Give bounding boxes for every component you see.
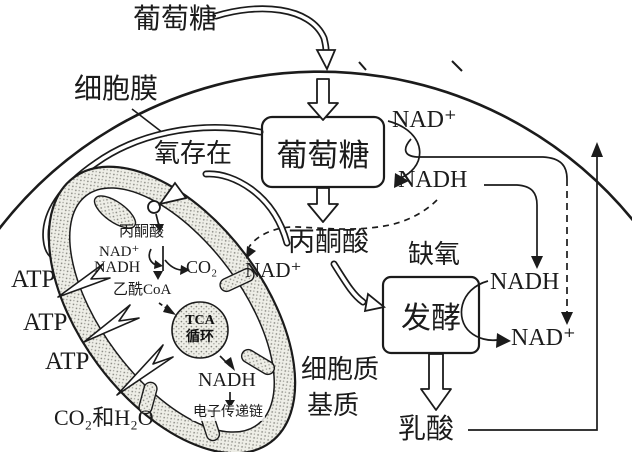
tca-cycle-circle: [171, 301, 229, 359]
co2-h2o-label: CO₂和H₂O: [54, 405, 154, 430]
mitochondrion: [47, 165, 297, 452]
mito-co2-arrow: [164, 259, 182, 271]
cell-membrane-label: 细胞膜: [74, 74, 159, 105]
atp-label-3: ATP: [45, 348, 90, 375]
atp-synthase-darts: [57, 263, 174, 396]
lactate-export-line: [468, 152, 598, 431]
mito-co2-label: CO₂: [186, 257, 218, 277]
glucose-top-label: 葡萄糖: [133, 4, 218, 35]
fermentation-nadh-arc: [460, 280, 498, 342]
cytosol-matrix-label-line2: 基质: [307, 391, 360, 420]
pyruvate-cytosol-label: 丙酮酸: [288, 227, 369, 257]
nadh-ferment-label: NADH: [490, 269, 560, 295]
nad-ferment-label: NAD⁺: [511, 325, 576, 351]
fermentation-box-label: 发酵: [401, 302, 461, 335]
fermentation-to-lactate-arrow: [420, 353, 452, 411]
tca-cycle-label: TCA 循环: [172, 313, 228, 347]
pyruvate-to-mito-arrow: [157, 170, 291, 247]
tca-line1: TCA: [185, 313, 215, 329]
mito-nad-label: NAD⁺: [99, 244, 140, 260]
electron-transport-chain-label: 电子传递链: [191, 405, 265, 421]
mito-acetyl-coa-label: 乙酰CoA: [113, 282, 172, 298]
mito-pyruvate-label: 丙酮酸: [119, 224, 165, 240]
arrowheads: [153, 142, 603, 408]
cytosol-matrix-label-line1: 细胞质: [301, 355, 380, 384]
tca-line2: 循环: [186, 330, 214, 345]
fermentation-box: [381, 275, 481, 355]
glucose-entry-arrow: [212, 5, 337, 72]
glucose-to-pyruvate-arrow: [307, 187, 339, 223]
mito-nadh-bottom-label: NADH: [198, 369, 256, 391]
pyruvate-to-fermentation-arrow: [330, 260, 387, 313]
atp-label-2: ATP: [23, 309, 68, 336]
membrane-transport-protein: [147, 200, 161, 214]
lactate-label: 乳酸: [398, 414, 455, 445]
oxygen-present-label: 氧存在: [154, 139, 233, 168]
nad-return-line: [404, 138, 568, 180]
thin-arrows: [148, 120, 598, 431]
membrane-to-glucose-arrow: [307, 78, 339, 121]
glucose-box-label: 葡萄糖: [276, 137, 370, 173]
anoxia-label: 缺氧: [408, 240, 461, 269]
mito-nadh-label: NADH: [94, 259, 141, 276]
atp-label-1: ATP: [11, 266, 56, 293]
glycolysis-nadh-arc: [387, 120, 421, 181]
nad-top-label: NAD⁺: [392, 107, 457, 133]
nadh-shuttle-dashed: [248, 199, 438, 248]
nad-outside-mito-label: NAD⁺: [245, 258, 302, 282]
nadh-to-fermentation-line: [484, 184, 538, 256]
block-arrows: [307, 78, 452, 411]
nadh-top-label: NADH: [398, 167, 468, 193]
